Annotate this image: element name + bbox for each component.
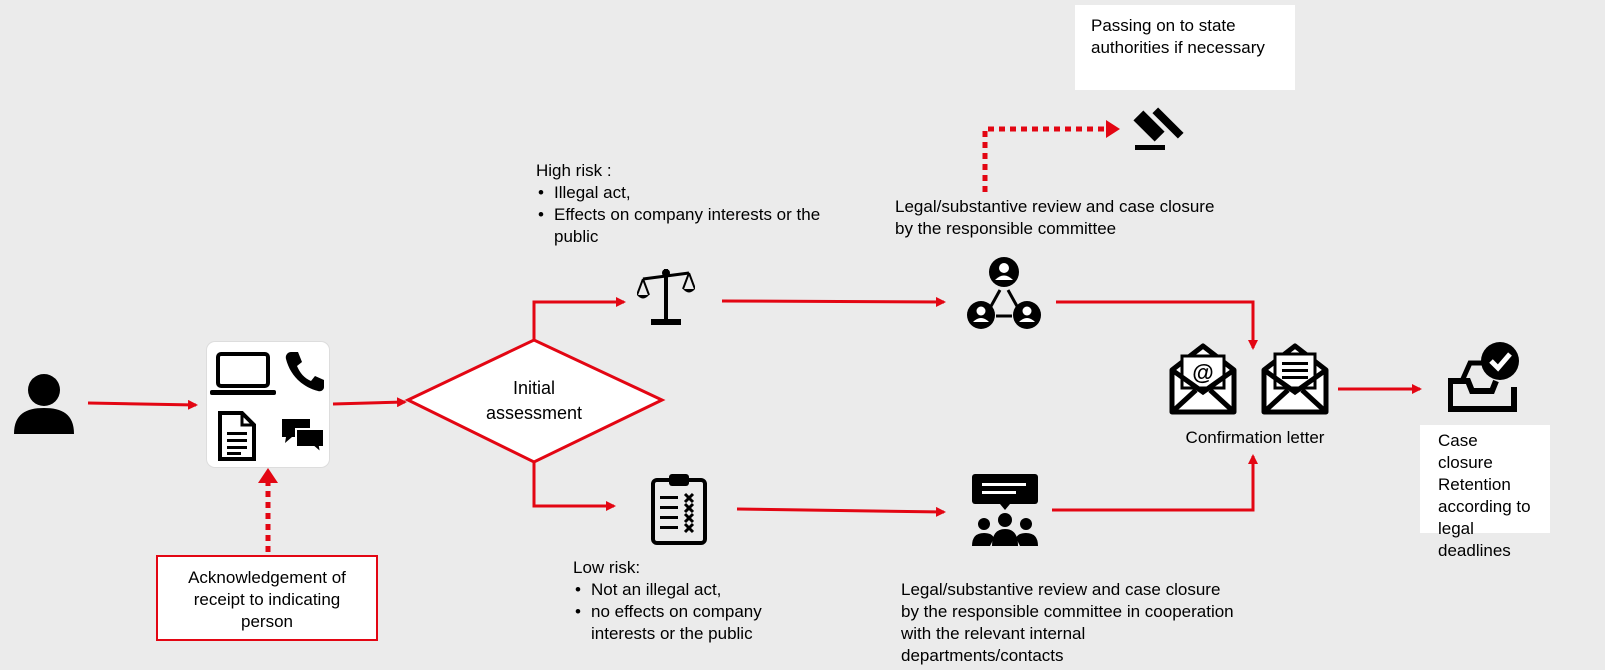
email-envelope-icon: @ [1169, 343, 1237, 415]
low-risk-item: Not an illegal act, [573, 579, 795, 601]
team-meeting-icon [972, 474, 1038, 546]
state-authorities-box: Passing on to state authorities if neces… [1075, 5, 1295, 90]
arrow-high-risk-to-committee [721, 296, 946, 307]
high-risk-title: High risk : [536, 161, 612, 180]
low-risk-text: Low risk: Not an illegal act, no effects… [573, 557, 813, 645]
gavel-icon [1133, 107, 1184, 150]
checklist-icon [651, 474, 707, 545]
svg-text:@: @ [1192, 360, 1213, 385]
arrow-channels-to-assessment [332, 397, 407, 408]
arrow-person-to-channels [87, 399, 198, 410]
laptop-icon [210, 352, 276, 395]
decision-diamond [404, 338, 666, 464]
low-risk-item: no effects on company interests or the p… [573, 601, 795, 645]
high-risk-text: High risk : Illegal act, Effects on comp… [536, 160, 836, 248]
committee-review-text: Legal/substantive review and case closur… [895, 197, 1215, 238]
arrow-assessment-to-low-risk [532, 462, 616, 511]
arrow-assessment-to-high-risk [532, 297, 626, 340]
committee-review-coop-text: Legal/substantive review and case closur… [901, 580, 1234, 665]
case-closure-box: Case closure Retention according to lega… [1420, 425, 1550, 560]
low-risk-title: Low risk: [573, 558, 641, 577]
high-risk-item: Effects on company interests or the publ… [536, 204, 821, 248]
phone-icon [285, 352, 324, 392]
arrow-low-risk-to-committee-coop [736, 506, 946, 517]
letter-envelope-icon [1261, 343, 1329, 415]
arrow-committee-coop-to-confirmation [1052, 454, 1258, 512]
arrow-committee-to-confirmation [1056, 300, 1258, 350]
acknowledgement-box: Acknowledgement of receipt to indicating… [156, 555, 378, 641]
person-icon [14, 374, 74, 434]
chat-icon [282, 419, 325, 453]
document-icon [218, 411, 256, 461]
committee-icon [967, 257, 1041, 329]
confirmation-letter-label: Confirmation letter [1185, 428, 1325, 447]
inbox-check-icon [1448, 342, 1519, 412]
reporting-channels-box [207, 342, 329, 467]
dotted-arrow-to-state-authorities [982, 126, 1106, 192]
initial-assessment-label: Initial assessment [485, 378, 583, 423]
high-risk-item: Illegal act, [536, 182, 821, 204]
scales-icon [637, 269, 695, 325]
